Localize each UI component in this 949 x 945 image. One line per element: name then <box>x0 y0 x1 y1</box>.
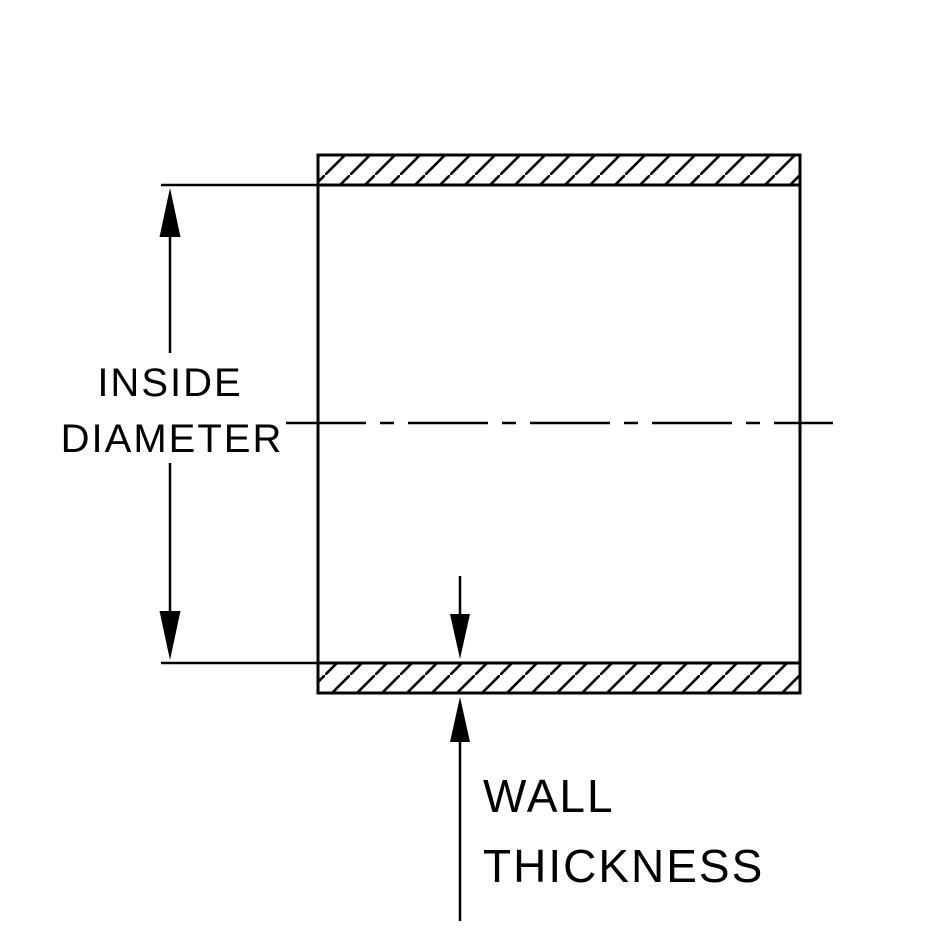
arrowhead-down-to-wall-icon <box>450 614 470 659</box>
wall-thickness-label-line1: WALL <box>483 770 615 822</box>
tube-cross-section <box>286 153 833 695</box>
arrowhead-up-to-wall-icon <box>450 697 470 742</box>
inside-diameter-dimension: INSIDE DIAMETER <box>61 183 318 665</box>
wall-thickness-callout: WALL THICKNESS <box>450 576 764 921</box>
arrowhead-up-icon <box>159 188 181 237</box>
wall-thickness-label-line2: THICKNESS <box>483 840 764 892</box>
bottom-wall-hatched <box>316 661 802 695</box>
inside-diameter-label-line1: INSIDE <box>97 361 242 405</box>
inside-diameter-label-line2: DIAMETER <box>61 417 284 461</box>
arrowhead-down-icon <box>159 611 181 660</box>
top-wall-hatched <box>316 153 802 187</box>
